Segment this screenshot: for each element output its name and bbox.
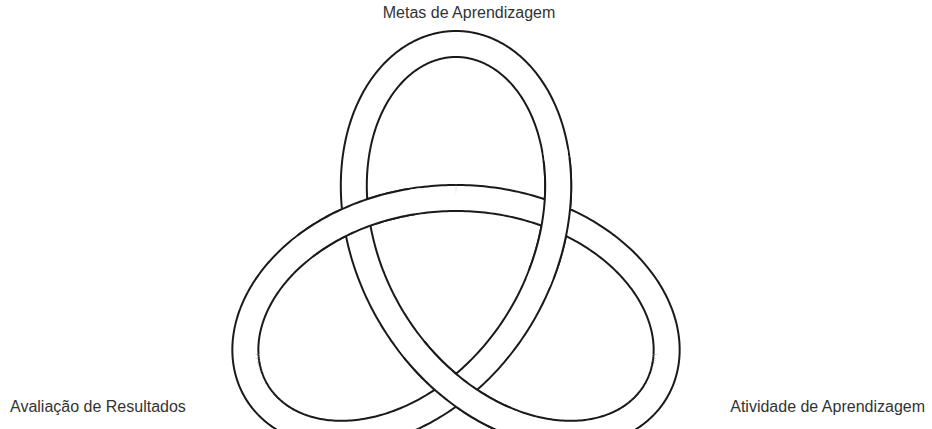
crossing-fill	[538, 151, 559, 284]
crossing-fill	[299, 200, 423, 251]
loop-label: Atividade de Aprendizagem	[730, 398, 925, 416]
loop-label: Metas de Aprendizagem	[383, 4, 556, 22]
band-fill	[245, 44, 666, 429]
loop-label: Avaliação de Resultados	[10, 398, 186, 416]
band-outline	[245, 44, 666, 429]
crossing-fill	[408, 341, 514, 423]
